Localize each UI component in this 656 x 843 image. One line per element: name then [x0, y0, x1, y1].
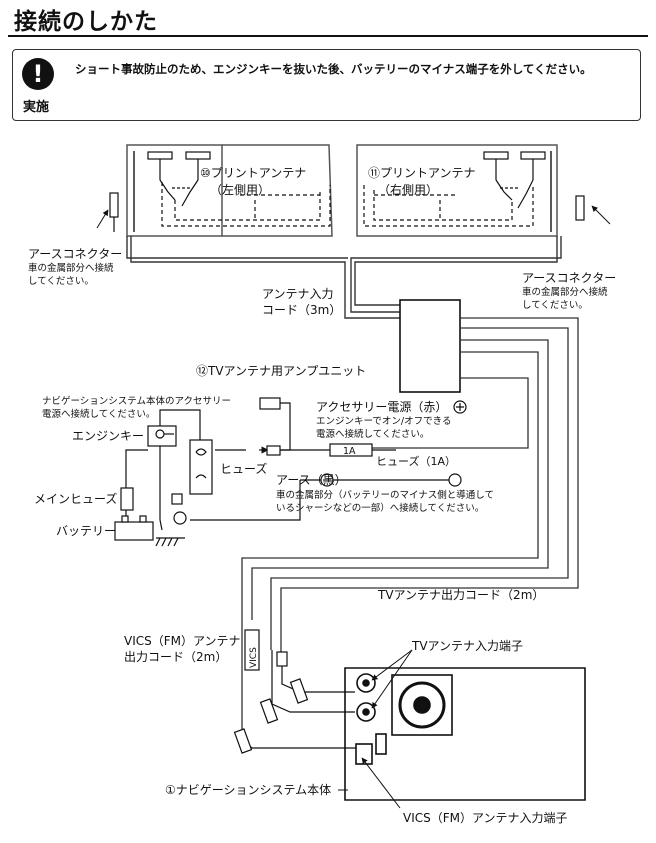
earth-right-title: アースコネクター — [522, 271, 616, 285]
ground-desc1: 車の金属部分（バッテリーのマイナス側と導通して — [276, 489, 494, 501]
vics-cord-line2: 出力コード（2m） — [124, 650, 227, 664]
print-antenna-right — [363, 151, 546, 227]
fuse-block-label: ヒューズ — [220, 461, 267, 476]
warning-text: ショート事故防止のため、エンジンキーを抜いた後、バッテリーのマイナス端子を外して… — [75, 62, 592, 76]
right-antenna-side: （右側用） — [378, 182, 438, 197]
fuse-block — [189, 439, 213, 495]
nav-unit-box — [344, 667, 586, 801]
vics-tag-label: VICS — [249, 647, 259, 668]
main-fuse-label: メインヒューズ — [34, 491, 117, 506]
labels: ⑩プリントアンテナ （左側用） ⑪プリントアンテナ （右側用） アースコネクター… — [28, 166, 616, 825]
earth-connector-left-icon — [109, 192, 119, 232]
antenna-cord-line1: アンテナ入力 — [262, 287, 334, 301]
tv-input-plugs — [233, 650, 356, 754]
acc-power-desc2: 電源へ接続してください。 — [316, 428, 429, 440]
earth-connector-right-icon — [575, 195, 585, 221]
earth-left-title: アースコネクター — [28, 247, 122, 261]
earth-right-desc1: 車の金属部分へ接続 — [522, 286, 608, 298]
left-antenna-side: （左側用） — [210, 182, 270, 197]
tv-input-terminal-label: TVアンテナ入力端子 — [411, 639, 523, 653]
battery-label: バッテリー — [56, 524, 116, 538]
vics-input-terminal-label: VICS（FM）アンテナ入力端子 — [403, 811, 568, 825]
earth-right-desc2: してください。 — [522, 300, 588, 311]
earth-left-desc2: してください。 — [28, 276, 94, 287]
ground-desc2: いるシャーシなどの一部）へ接続してください。 — [276, 502, 484, 514]
tv-output-cords — [241, 317, 579, 740]
ground-title: アース（黒） — [276, 473, 347, 487]
left-antenna-title: ⑩プリントアンテナ — [200, 166, 306, 180]
nav-acc-line1: ナビゲーションシステム本体のアクセサリー — [42, 395, 231, 407]
tv-output-cord-label: TVアンテナ出力コード（2m） — [377, 588, 544, 602]
amp-unit-box — [399, 299, 461, 393]
ground-connector — [171, 493, 187, 525]
nav-unit-label: ①ナビゲーションシステム本体 — [165, 783, 331, 797]
acc-power-title: アクセサリー電源（赤） — [316, 400, 447, 414]
main-fuse — [120, 487, 134, 511]
exclamation-icon: ! — [22, 58, 54, 90]
warning-label: 実施 — [23, 100, 50, 115]
engine-key-switch — [147, 425, 177, 447]
antenna-cord-line2: コード（3m） — [262, 303, 341, 317]
vics-tag — [244, 629, 260, 671]
engine-key-label: エンジンキー — [72, 429, 144, 443]
earth-left-desc1: 車の金属部分へ接続 — [28, 262, 114, 274]
fuse-value: 1A — [343, 446, 356, 457]
power-harness — [125, 397, 462, 531]
fuse-label: ヒューズ（1A） — [376, 454, 456, 468]
battery-icon — [114, 515, 185, 547]
acc-power-desc1: エンジンキーでオン/オフできる — [316, 416, 451, 427]
right-antenna-title: ⑪プリントアンテナ — [368, 166, 476, 180]
print-antenna-left — [147, 151, 331, 227]
title-underline — [8, 35, 648, 37]
nav-acc-line2: 電源へ接続してください。 — [42, 408, 155, 420]
amp-unit-label: ⑫TVアンテナ用アンプユニット — [196, 364, 366, 378]
antenna-cables — [126, 236, 562, 319]
warning-box: ! 実施 ショート事故防止のため、エンジンキーを抜いた後、バッテリーのマイナス端… — [12, 49, 641, 121]
page-title: 接続のしかた — [14, 9, 158, 35]
vics-cord-line1: VICS（FM）アンテナ — [124, 634, 241, 648]
